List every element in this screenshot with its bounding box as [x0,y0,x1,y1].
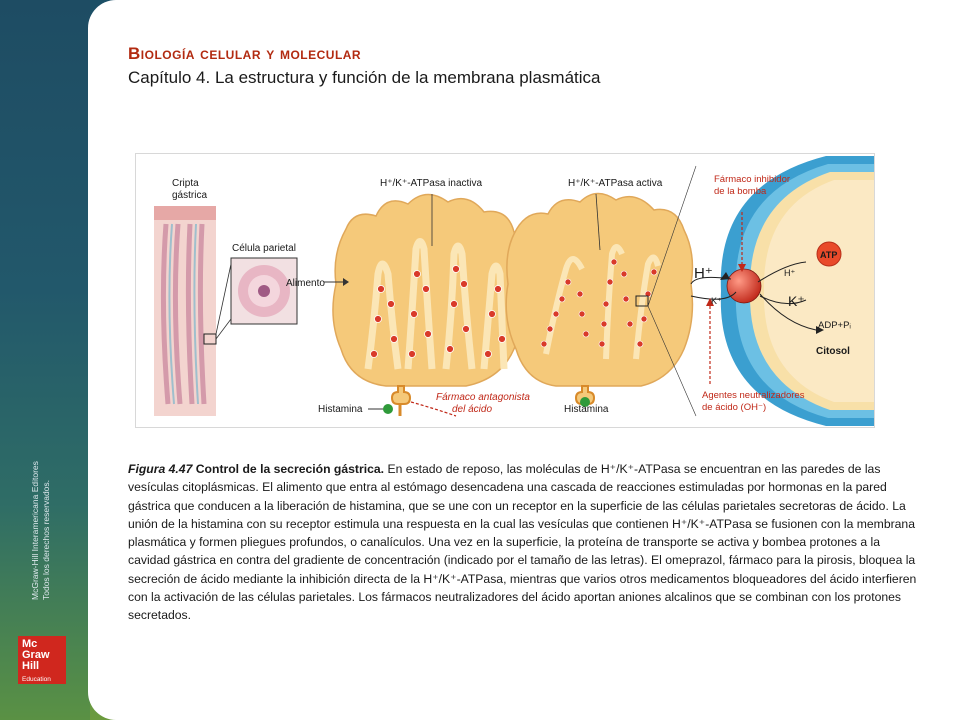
inactive-parietal-cell [324,193,525,417]
copyright-credits: McGraw-Hill Interamericana Editores Todo… [30,461,52,600]
parietal-cell-inset [215,257,298,340]
label-antagonista-1: Fármaco antagonista [436,392,530,403]
label-adp: ADP+Pᵢ [818,320,851,331]
label-k-plus-big: K⁺ [788,293,805,309]
figure-labels: Cripta gástrica Célula parietal Alimento… [172,174,851,415]
figure-illustration: Cripta gástrica Célula parietal Alimento… [154,156,874,426]
label-antagonista-2: del ácido [452,404,492,415]
figure-caption: Figura 4.47 Control de la secreción gást… [128,460,918,625]
label-cripta-1: Cripta [172,178,199,189]
label-inhibidor-1: Fármaco inhibidor [714,174,790,185]
credit-line-2: Todos los derechos reservados. [41,479,51,600]
caption-label: Figura 4.47 [128,462,193,476]
label-h-plus-small: H⁺ [784,268,795,278]
label-inhibidor-2: de la bomba [714,186,767,197]
label-atp: ATP [820,250,837,260]
figure-gastric-secretion: Cripta gástrica Célula parietal Alimento… [135,153,875,428]
label-agentes-1: Agentes neutralizadores [702,390,805,401]
label-atpasa-activa: H⁺/K⁺-ATPasa activa [568,178,663,189]
label-h-plus-big: H⁺ [694,265,713,282]
active-parietal-cell [505,165,697,417]
chapter-title: Capítulo 4. La estructura y función de l… [128,68,601,87]
label-citosol: Citosol [816,346,850,357]
label-k-plus-small: K⁺ [711,296,722,306]
label-agentes-2: de ácido (OH⁻) [702,402,766,413]
label-celula-parietal: Célula parietal [232,243,296,254]
label-histamina-right: Histamina [564,404,609,415]
credit-line-1: McGraw-Hill Interamericana Editores [30,461,40,600]
label-cripta-2: gástrica [172,190,207,201]
label-histamina-left: Histamina [318,404,363,415]
label-atpasa-inactiva: H⁺/K⁺-ATPasa inactiva [380,178,483,189]
gastric-crypt-tissue [154,206,217,416]
subject-title: Biología celular y molecular [128,44,362,63]
caption-title: Control de la secreción gástrica. [195,462,385,476]
membrane-closeup [690,156,874,426]
caption-body: En estado de reposo, las moléculas de H⁺… [128,462,917,623]
publisher-logo: Mc Graw Hill Education [18,636,66,684]
side-band [0,0,90,720]
label-alimento: Alimento [286,278,325,289]
